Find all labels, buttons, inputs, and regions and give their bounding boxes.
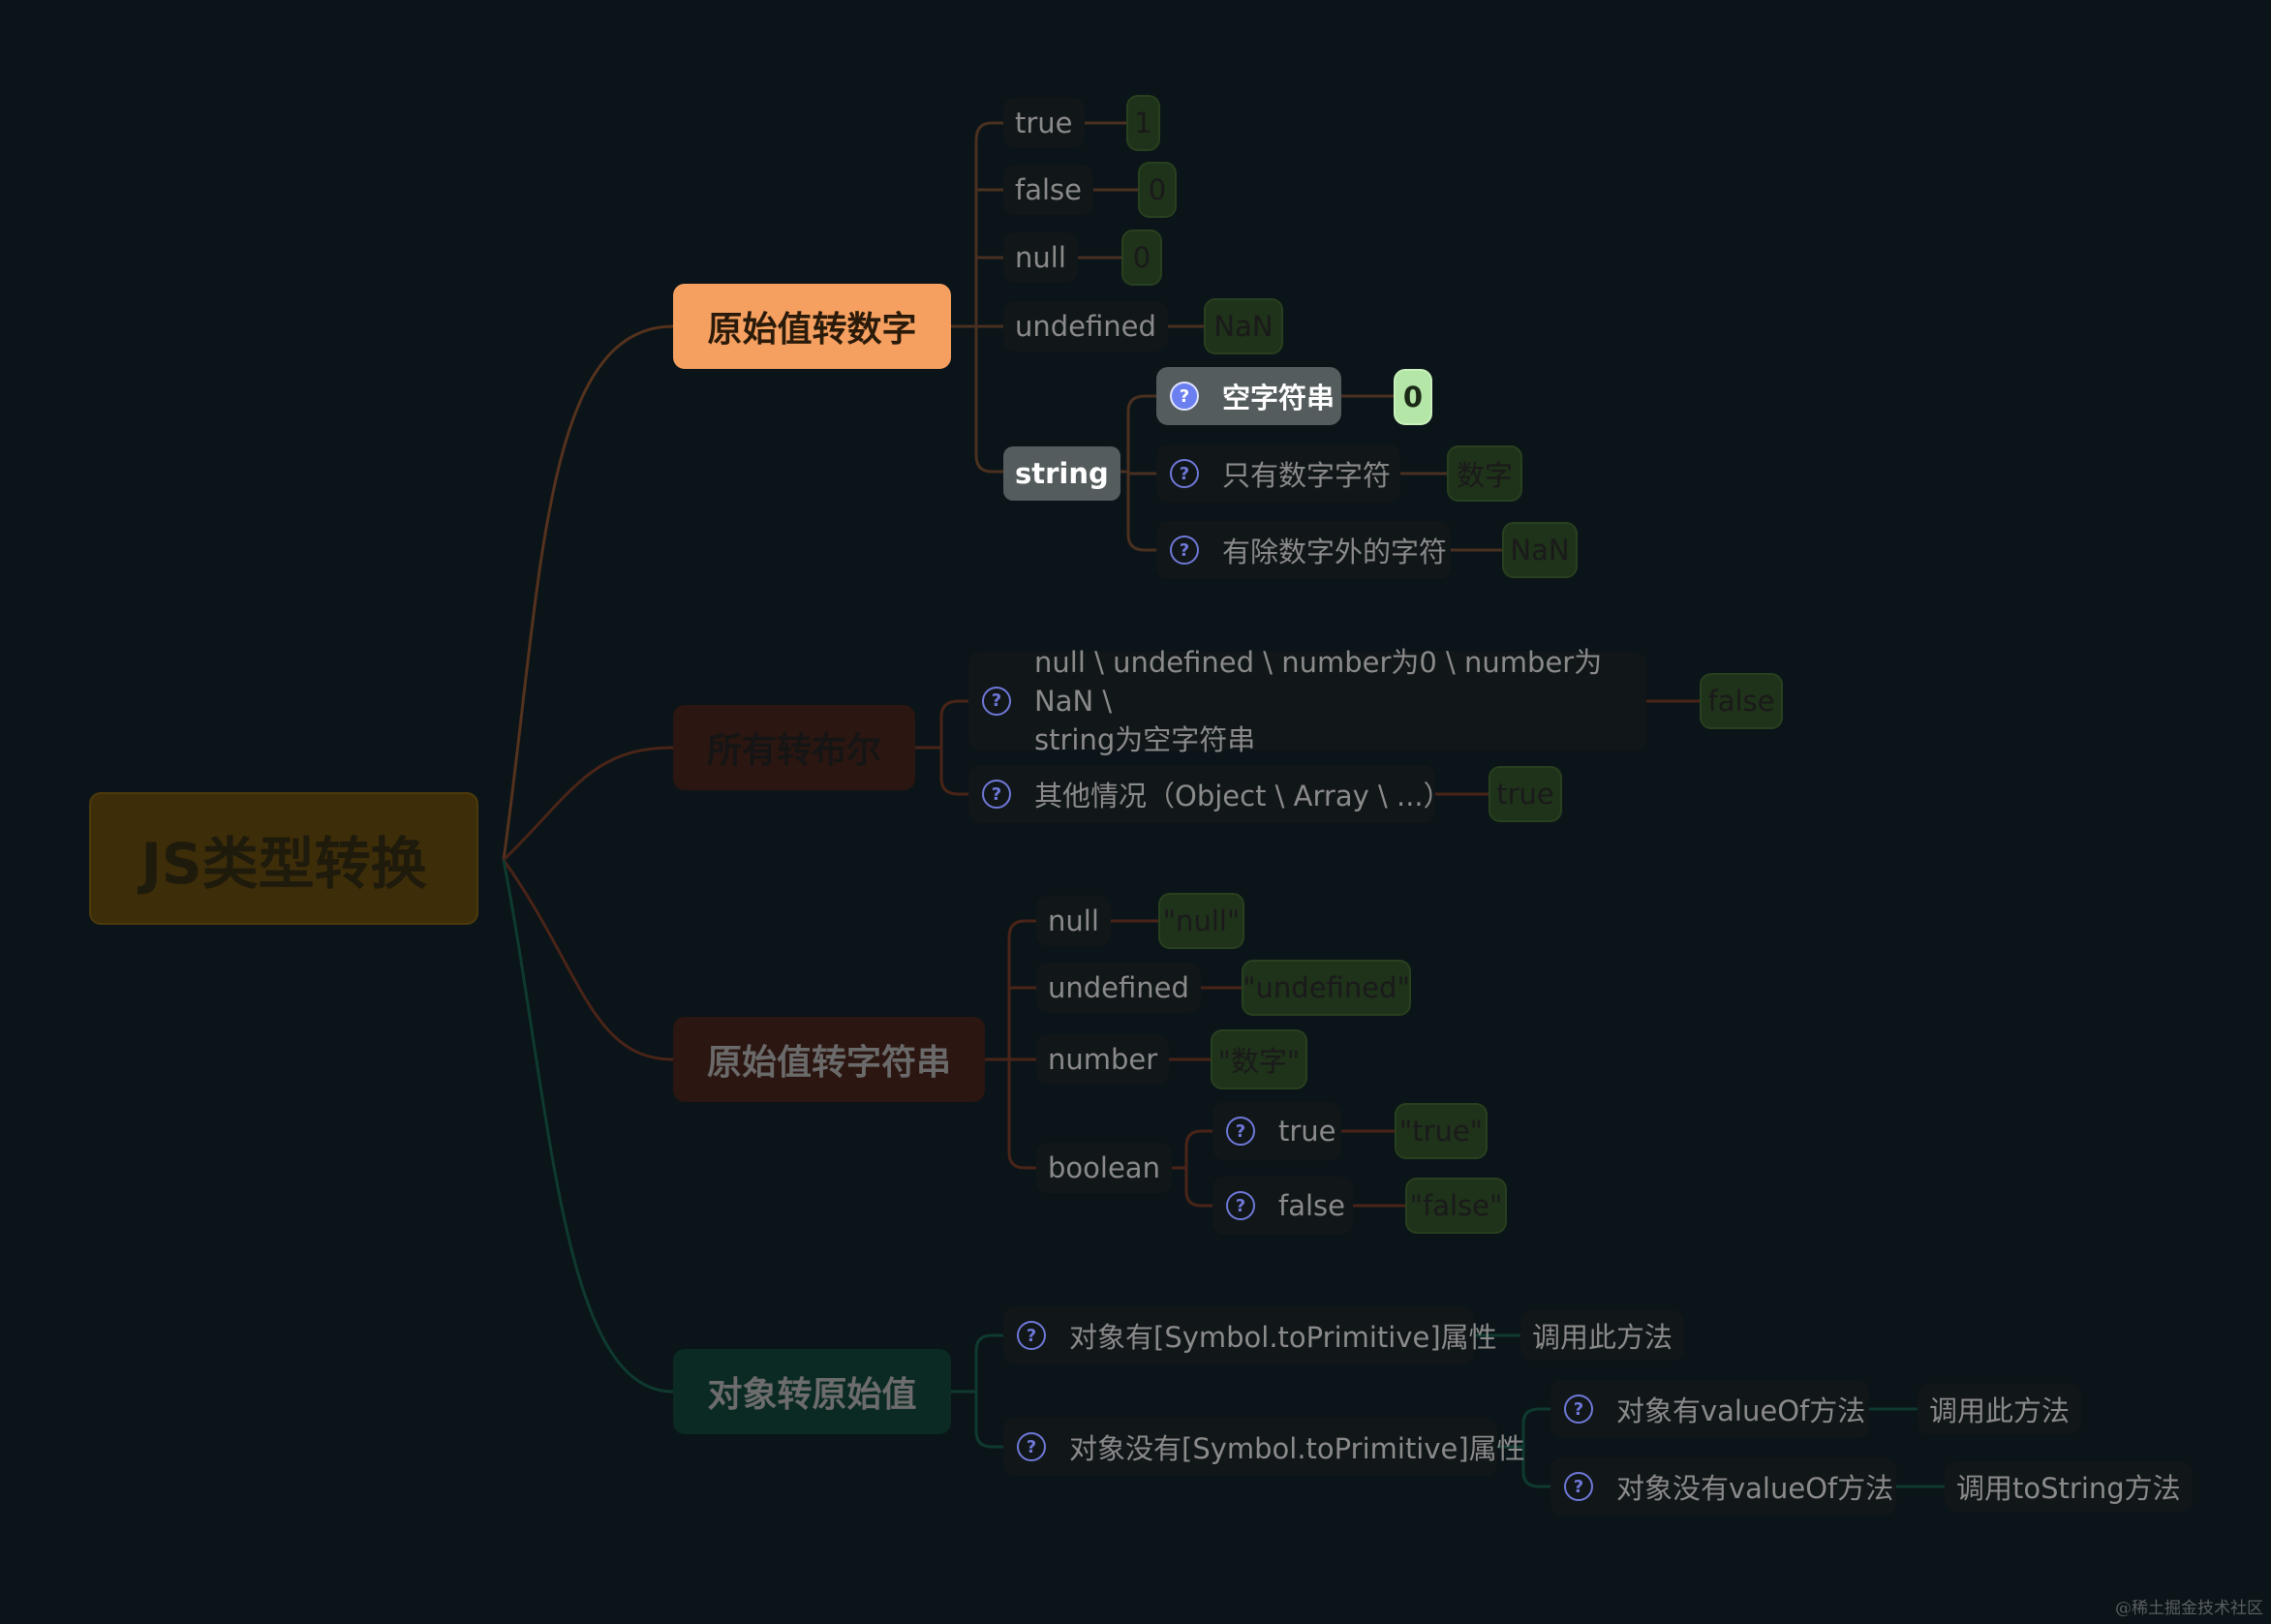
value-number[interactable]: 数字	[1447, 445, 1522, 502]
topic-label: 有除数字外的字符	[1222, 536, 1448, 568]
help-icon[interactable]: ?	[1017, 1432, 1046, 1461]
value-true-string[interactable]: "true"	[1395, 1103, 1488, 1159]
value-number-string[interactable]: "数字"	[1211, 1029, 1307, 1089]
branch-to-string[interactable]: 原始值转字符串	[673, 1017, 985, 1102]
result-call-method-valueof[interactable]: 调用此方法	[1918, 1384, 2082, 1434]
topic-label: 对象没有[Symbol.toPrimitive]属性	[1069, 1432, 1525, 1465]
branch-to-number[interactable]: 原始值转数字	[673, 284, 951, 369]
help-icon[interactable]: ?	[1017, 1321, 1046, 1350]
topic-label: 其他情况（Object \ Array \ ...）	[1034, 780, 1452, 812]
key-true[interactable]: true	[1003, 98, 1085, 148]
key-false[interactable]: false	[1003, 165, 1093, 215]
key-null[interactable]: null	[1003, 232, 1078, 283]
result-call-tostring[interactable]: 调用toString方法	[1945, 1461, 2193, 1512]
key-number[interactable]: number	[1036, 1034, 1170, 1085]
topic-bool-false[interactable]: ? false	[1212, 1177, 1353, 1235]
topic-no-valueof[interactable]: ? 对象没有valueOf方法	[1550, 1457, 1896, 1516]
topic-label: 对象有[Symbol.toPrimitive]属性	[1069, 1321, 1497, 1354]
topic-label: 空字符串	[1222, 382, 1335, 414]
value-0-null[interactable]: 0	[1121, 230, 1162, 286]
root-topic[interactable]: JS类型转换	[89, 792, 478, 925]
topic-empty-string[interactable]: ? 空字符串	[1156, 367, 1341, 425]
value-true[interactable]: true	[1488, 766, 1562, 822]
branch-object-to-primitive[interactable]: 对象转原始值	[673, 1349, 951, 1434]
topic-other-cases[interactable]: ? 其他情况（Object \ Array \ ...）	[968, 765, 1452, 823]
topic-has-toprimitive[interactable]: ? 对象有[Symbol.toPrimitive]属性	[1003, 1306, 1497, 1364]
value-nan[interactable]: NaN	[1204, 298, 1283, 354]
edge-root-to-number	[502, 324, 674, 861]
value-nan-string[interactable]: NaN	[1502, 522, 1578, 578]
help-icon[interactable]: ?	[1226, 1117, 1255, 1146]
edge-root-to-boolean	[502, 746, 674, 862]
value-null-string[interactable]: "null"	[1158, 893, 1244, 949]
topic-label: 只有数字字符	[1222, 459, 1392, 492]
branch-to-boolean[interactable]: 所有转布尔	[673, 705, 915, 790]
help-icon[interactable]: ?	[1564, 1472, 1593, 1501]
topic-label: 对象没有valueOf方法	[1616, 1472, 1894, 1505]
topic-no-toprimitive[interactable]: ? 对象没有[Symbol.toPrimitive]属性	[1003, 1418, 1525, 1476]
topic-label-line-2: string为空字符串	[1034, 723, 1256, 756]
topic-label: false	[1278, 1189, 1345, 1222]
value-false-string[interactable]: "false"	[1405, 1178, 1507, 1234]
help-icon[interactable]: ?	[1170, 536, 1199, 565]
value-undefined-string[interactable]: "undefined"	[1242, 960, 1411, 1016]
value-0-empty-string[interactable]: 0	[1394, 369, 1432, 425]
help-icon[interactable]: ?	[1170, 459, 1199, 488]
topic-label: 对象有valueOf方法	[1616, 1394, 1866, 1427]
help-icon[interactable]: ?	[1170, 382, 1199, 411]
edge-root-to-string	[502, 859, 674, 1061]
key-undefined[interactable]: undefined	[1003, 301, 1168, 352]
topic-has-valueof[interactable]: ? 对象有valueOf方法	[1550, 1380, 1869, 1438]
value-false[interactable]: false	[1700, 673, 1783, 729]
topic-label-line-1: null \ undefined \ number为0 \ number为NaN…	[1034, 646, 1603, 718]
value-0-false[interactable]: 0	[1138, 162, 1177, 218]
help-icon[interactable]: ?	[1564, 1394, 1593, 1424]
help-icon[interactable]: ?	[982, 687, 1011, 716]
topic-non-digits[interactable]: ? 有除数字外的字符	[1156, 521, 1451, 579]
topic-digits-only[interactable]: ? 只有数字字符	[1156, 444, 1400, 503]
topic-bool-true[interactable]: ? true	[1212, 1102, 1341, 1160]
help-icon[interactable]: ?	[1226, 1191, 1255, 1220]
key-boolean[interactable]: boolean	[1036, 1143, 1172, 1193]
topic-label: null \ undefined \ number为0 \ number为NaN…	[1034, 643, 1633, 759]
key-string[interactable]: string	[1003, 446, 1120, 501]
topic-falsy-values[interactable]: ? null \ undefined \ number为0 \ number为N…	[968, 646, 1646, 756]
topic-label: true	[1278, 1115, 1336, 1148]
value-1[interactable]: 1	[1126, 95, 1160, 151]
help-icon[interactable]: ?	[982, 780, 1011, 809]
edge-root-to-object	[502, 859, 674, 1394]
result-call-method[interactable]: 调用此方法	[1520, 1310, 1685, 1361]
key-null[interactable]: null	[1036, 896, 1111, 946]
watermark: @稀土掘金技术社区	[2115, 1599, 2263, 1618]
key-undefined[interactable]: undefined	[1036, 963, 1201, 1013]
